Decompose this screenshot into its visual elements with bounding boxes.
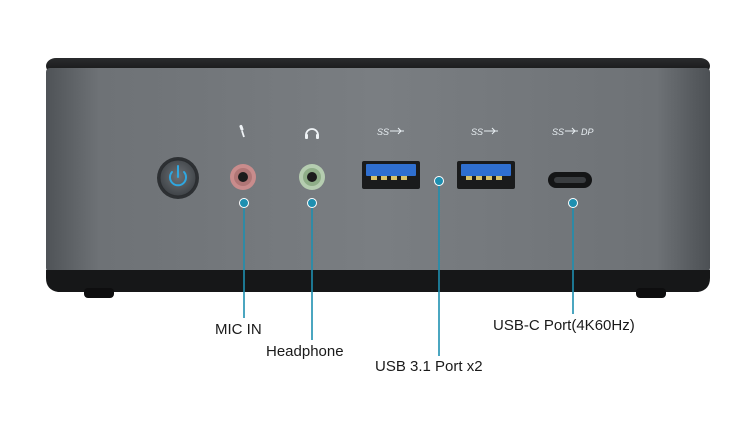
svg-text:SS: SS xyxy=(377,127,389,137)
foot-right xyxy=(636,288,666,298)
usb-a-port-2[interactable] xyxy=(457,161,515,189)
headphone-icon xyxy=(305,128,319,139)
usb-superspeed-icon: SS xyxy=(377,127,404,137)
usb-c-port-label: USB-C Port(4K60Hz) xyxy=(493,317,635,334)
usb31-port-label: USB 3.1 Port x2 xyxy=(375,358,483,375)
microphone-icon xyxy=(239,124,245,138)
callout-dots xyxy=(239,176,578,208)
headphone-jack[interactable] xyxy=(299,164,325,190)
usb-c-dp-icon: SS DP xyxy=(552,127,594,137)
headphone-label: Headphone xyxy=(266,343,344,360)
callout-lines xyxy=(243,181,574,356)
svg-text:SS: SS xyxy=(471,127,483,137)
chassis-base xyxy=(46,270,710,292)
mic-in-label: MIC IN xyxy=(215,321,262,338)
usb-superspeed-icon: SS xyxy=(471,127,498,137)
foot-left xyxy=(84,288,114,298)
power-icon xyxy=(169,165,187,187)
svg-text:DP: DP xyxy=(581,127,594,137)
svg-text:SS: SS xyxy=(552,127,564,137)
usb-c-port[interactable] xyxy=(548,172,592,188)
usb-a-port-1[interactable] xyxy=(362,161,420,189)
power-button[interactable] xyxy=(157,157,199,199)
mic-in-jack[interactable] xyxy=(230,164,256,190)
